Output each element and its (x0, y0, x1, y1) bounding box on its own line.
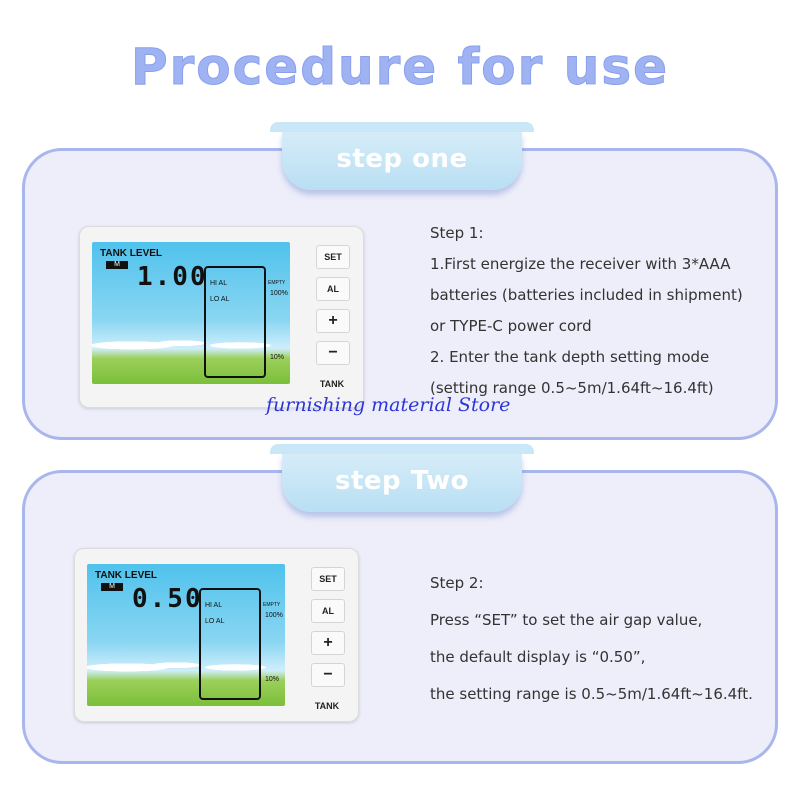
pct-bottom-label: 10% (270, 354, 285, 361)
pct-bottom-label: 10% (265, 676, 280, 683)
hi-alarm-label: HI AL (210, 280, 228, 287)
desc-line: the setting range is 0.5~5m/1.64ft~16.4f… (430, 685, 753, 703)
receiver-device-step-one: TANK LEVEL M 1.00 HI AL LO AL EMPTY 100%… (79, 226, 364, 408)
al-button[interactable]: AL (316, 277, 350, 301)
depth-reading: 0.50 (132, 584, 203, 614)
unit-badge: M (106, 261, 128, 269)
desc-line: Step 1: (430, 224, 484, 242)
tank-level-label: TANK LEVEL (100, 248, 163, 259)
tank-outline-icon (199, 588, 261, 700)
unit-badge: M (101, 583, 123, 591)
lcd-screen: TANK LEVEL M 1.00 HI AL LO AL EMPTY 100%… (92, 242, 290, 384)
step-two-tab: step Two (270, 444, 534, 512)
store-watermark: furnishing material Store (266, 394, 511, 416)
device-buttons: SET AL + − TANK (316, 245, 350, 403)
plus-button[interactable]: + (311, 631, 345, 655)
desc-line: Step 2: (430, 574, 484, 592)
al-button[interactable]: AL (311, 599, 345, 623)
desc-line: Press “SET” to set the air gap value, (430, 611, 703, 629)
desc-line: (setting range 0.5~5m/1.64ft~16.4ft) (430, 379, 714, 397)
cloud-graphic (87, 652, 285, 674)
hi-alarm-label: HI AL (205, 602, 223, 609)
desc-line: 1.First energize the receiver with 3*AAA (430, 255, 731, 273)
step-two-description: Step 2: Press “SET” to set the air gap v… (430, 565, 775, 713)
lo-alarm-label: LO AL (210, 296, 230, 303)
minus-button[interactable]: − (311, 663, 345, 687)
lcd-screen: TANK LEVEL M 0.50 HI AL LO AL EMPTY 100%… (87, 564, 285, 706)
desc-line: 2. Enter the tank depth setting mode (430, 348, 710, 366)
tank-outline-icon (204, 266, 266, 378)
desc-line: the default display is “0.50”, (430, 648, 646, 666)
set-button[interactable]: SET (311, 567, 345, 591)
desc-line: batteries (batteries included in shipmen… (430, 286, 743, 304)
minus-button[interactable]: − (316, 341, 350, 365)
cloud-graphic (92, 330, 290, 352)
empty-label: EMPTY (263, 602, 281, 608)
step-one-description: Step 1: 1.First energize the receiver wi… (430, 218, 775, 404)
depth-reading: 1.00 (137, 262, 208, 292)
step-one-tab: step one (270, 122, 534, 190)
lo-alarm-label: LO AL (205, 618, 225, 625)
device-buttons: SET AL + − TANK (311, 567, 345, 725)
pct-top-label: 100% (270, 290, 288, 297)
desc-line: or TYPE-C power cord (430, 317, 592, 335)
empty-label: EMPTY (268, 280, 286, 286)
tank-button[interactable]: TANK (319, 379, 345, 389)
plus-button[interactable]: + (316, 309, 350, 333)
tank-button[interactable]: TANK (314, 701, 340, 711)
pct-top-label: 100% (265, 612, 283, 619)
set-button[interactable]: SET (316, 245, 350, 269)
receiver-device-step-two: TANK LEVEL M 0.50 HI AL LO AL EMPTY 100%… (74, 548, 359, 722)
page-title: Procedure for use (130, 38, 669, 97)
tank-level-label: TANK LEVEL (95, 570, 158, 581)
